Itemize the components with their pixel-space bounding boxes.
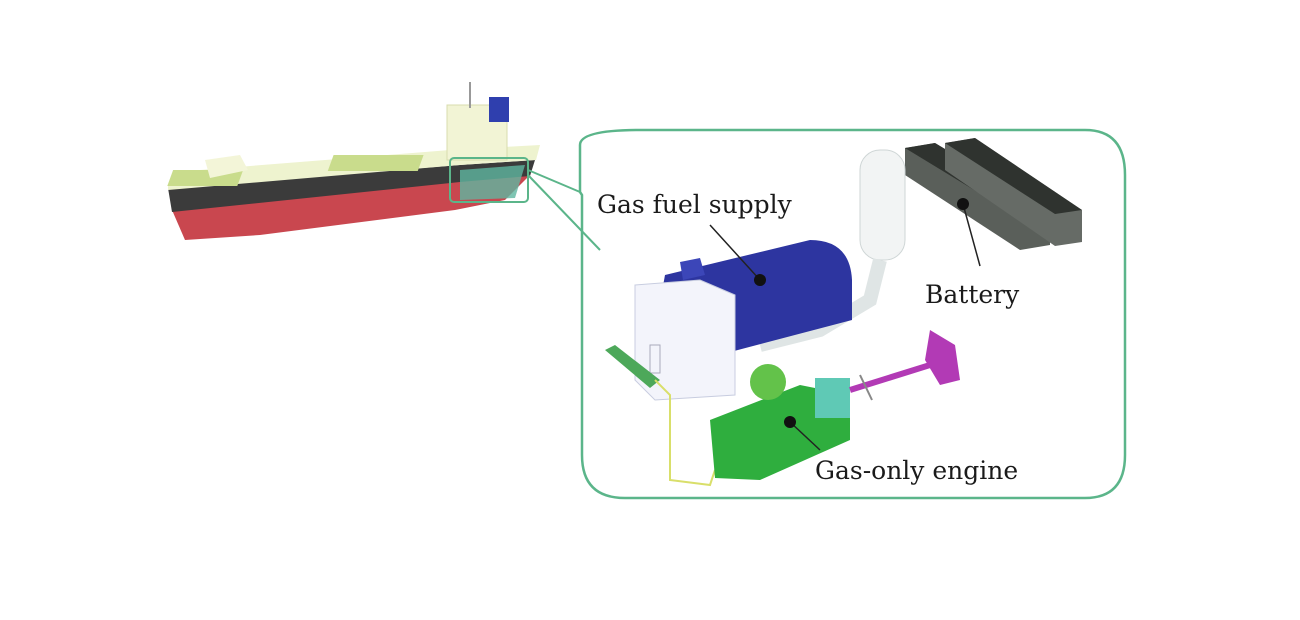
ship-engine-room (460, 165, 525, 200)
leader-battery (962, 203, 981, 267)
leader-dot-battery (957, 198, 969, 210)
label-battery: Battery (925, 280, 1020, 309)
ship-illustration (167, 82, 540, 240)
callout-connector (527, 169, 601, 251)
leader-gas-only-engine (789, 421, 821, 451)
label-gas-only-engine: Gas-only engine (815, 456, 1019, 485)
callout-box (578, 128, 1127, 500)
leader-gas-fuel-supply (709, 224, 761, 281)
ship-hull-band (168, 160, 535, 212)
engine-illustration (710, 364, 850, 480)
ship-callout-source (449, 157, 529, 203)
fuel-tank-illustration (634, 240, 852, 401)
ship-forecastle (205, 155, 248, 178)
leader-dot-gas-fuel-supply (754, 274, 766, 286)
cable (654, 379, 716, 487)
propeller-illustration (849, 330, 960, 401)
battery-illustration (905, 138, 1082, 250)
control-panel (605, 345, 660, 388)
label-gas-fuel-supply: Gas fuel supply (597, 190, 792, 219)
leader-dot-gas-only-engine (784, 416, 796, 428)
ship-hatch (327, 155, 424, 171)
ship-hull-lower (172, 175, 530, 240)
ship-funnel (489, 97, 509, 122)
